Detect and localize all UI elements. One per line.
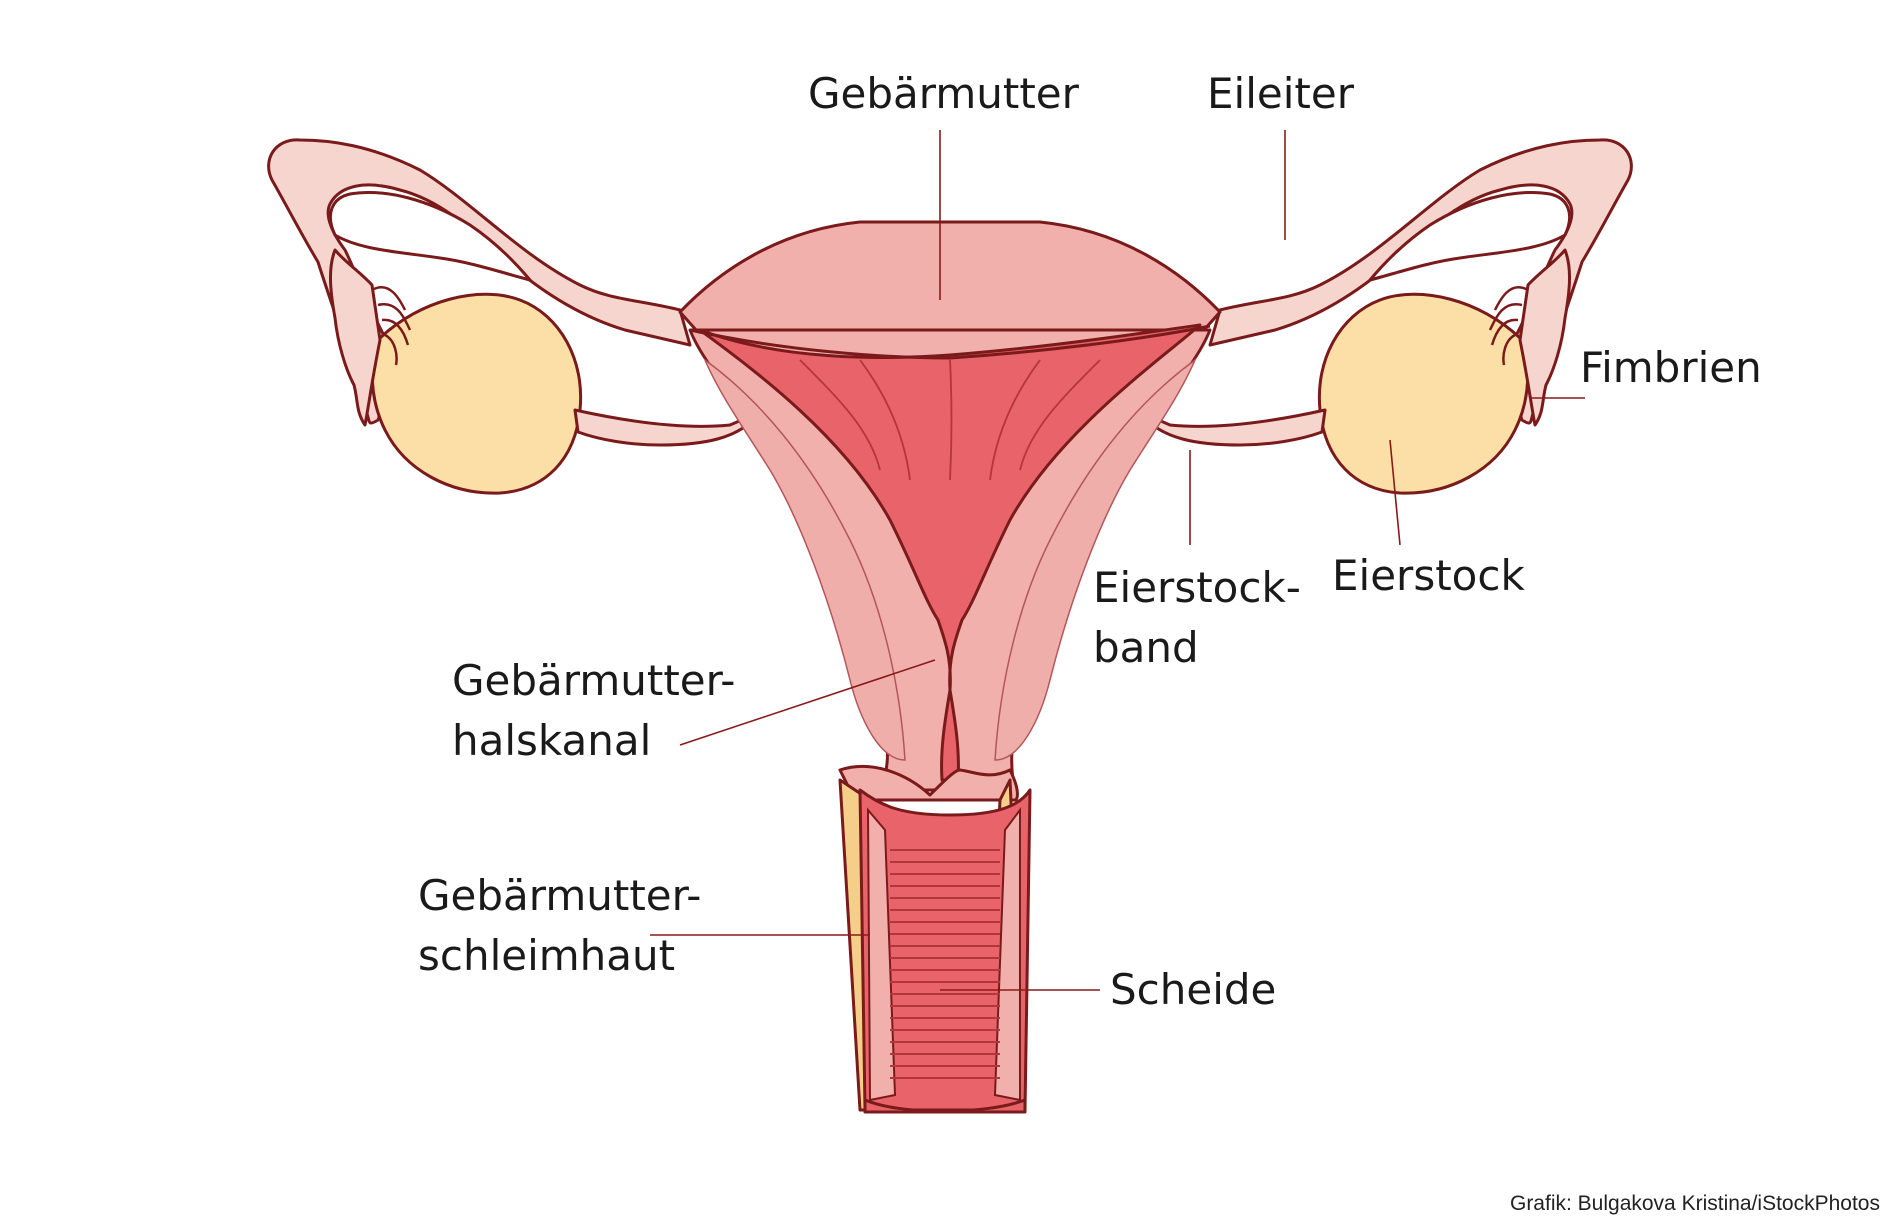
image-credit: Grafik: Bulgakova Kristina/iStockPhotos [1510, 1192, 1880, 1215]
label-fimbriae: Fimbrien [1580, 343, 1762, 392]
label-vagina: Scheide [1110, 965, 1276, 1014]
label-ovary: Eierstock [1332, 551, 1525, 600]
label-ovarian-ligament-line2: band [1093, 623, 1199, 672]
left-ovarian-ligament [573, 408, 762, 447]
label-cervical-canal-line1: Gebärmutter- [452, 656, 735, 705]
label-endometrium-line1: Gebärmutter- [418, 871, 701, 920]
label-cervical-canal-line2: halskanal [452, 716, 651, 765]
right-ovarian-ligament [1138, 408, 1327, 447]
left-ovary [328, 248, 583, 495]
label-uterus: Gebärmutter [808, 69, 1080, 118]
cervix [838, 765, 1019, 802]
label-ovarian-ligament-line1: Eierstock- [1093, 563, 1301, 612]
right-ovary [1317, 248, 1572, 495]
leader-cervical-canal [679, 659, 936, 746]
label-endometrium-line2: schleimhaut [418, 931, 675, 980]
label-fallopian-tube: Eileiter [1207, 69, 1355, 118]
leader-ovary [1389, 439, 1401, 546]
uterus-body [678, 220, 1222, 792]
vagina [838, 778, 1032, 1114]
